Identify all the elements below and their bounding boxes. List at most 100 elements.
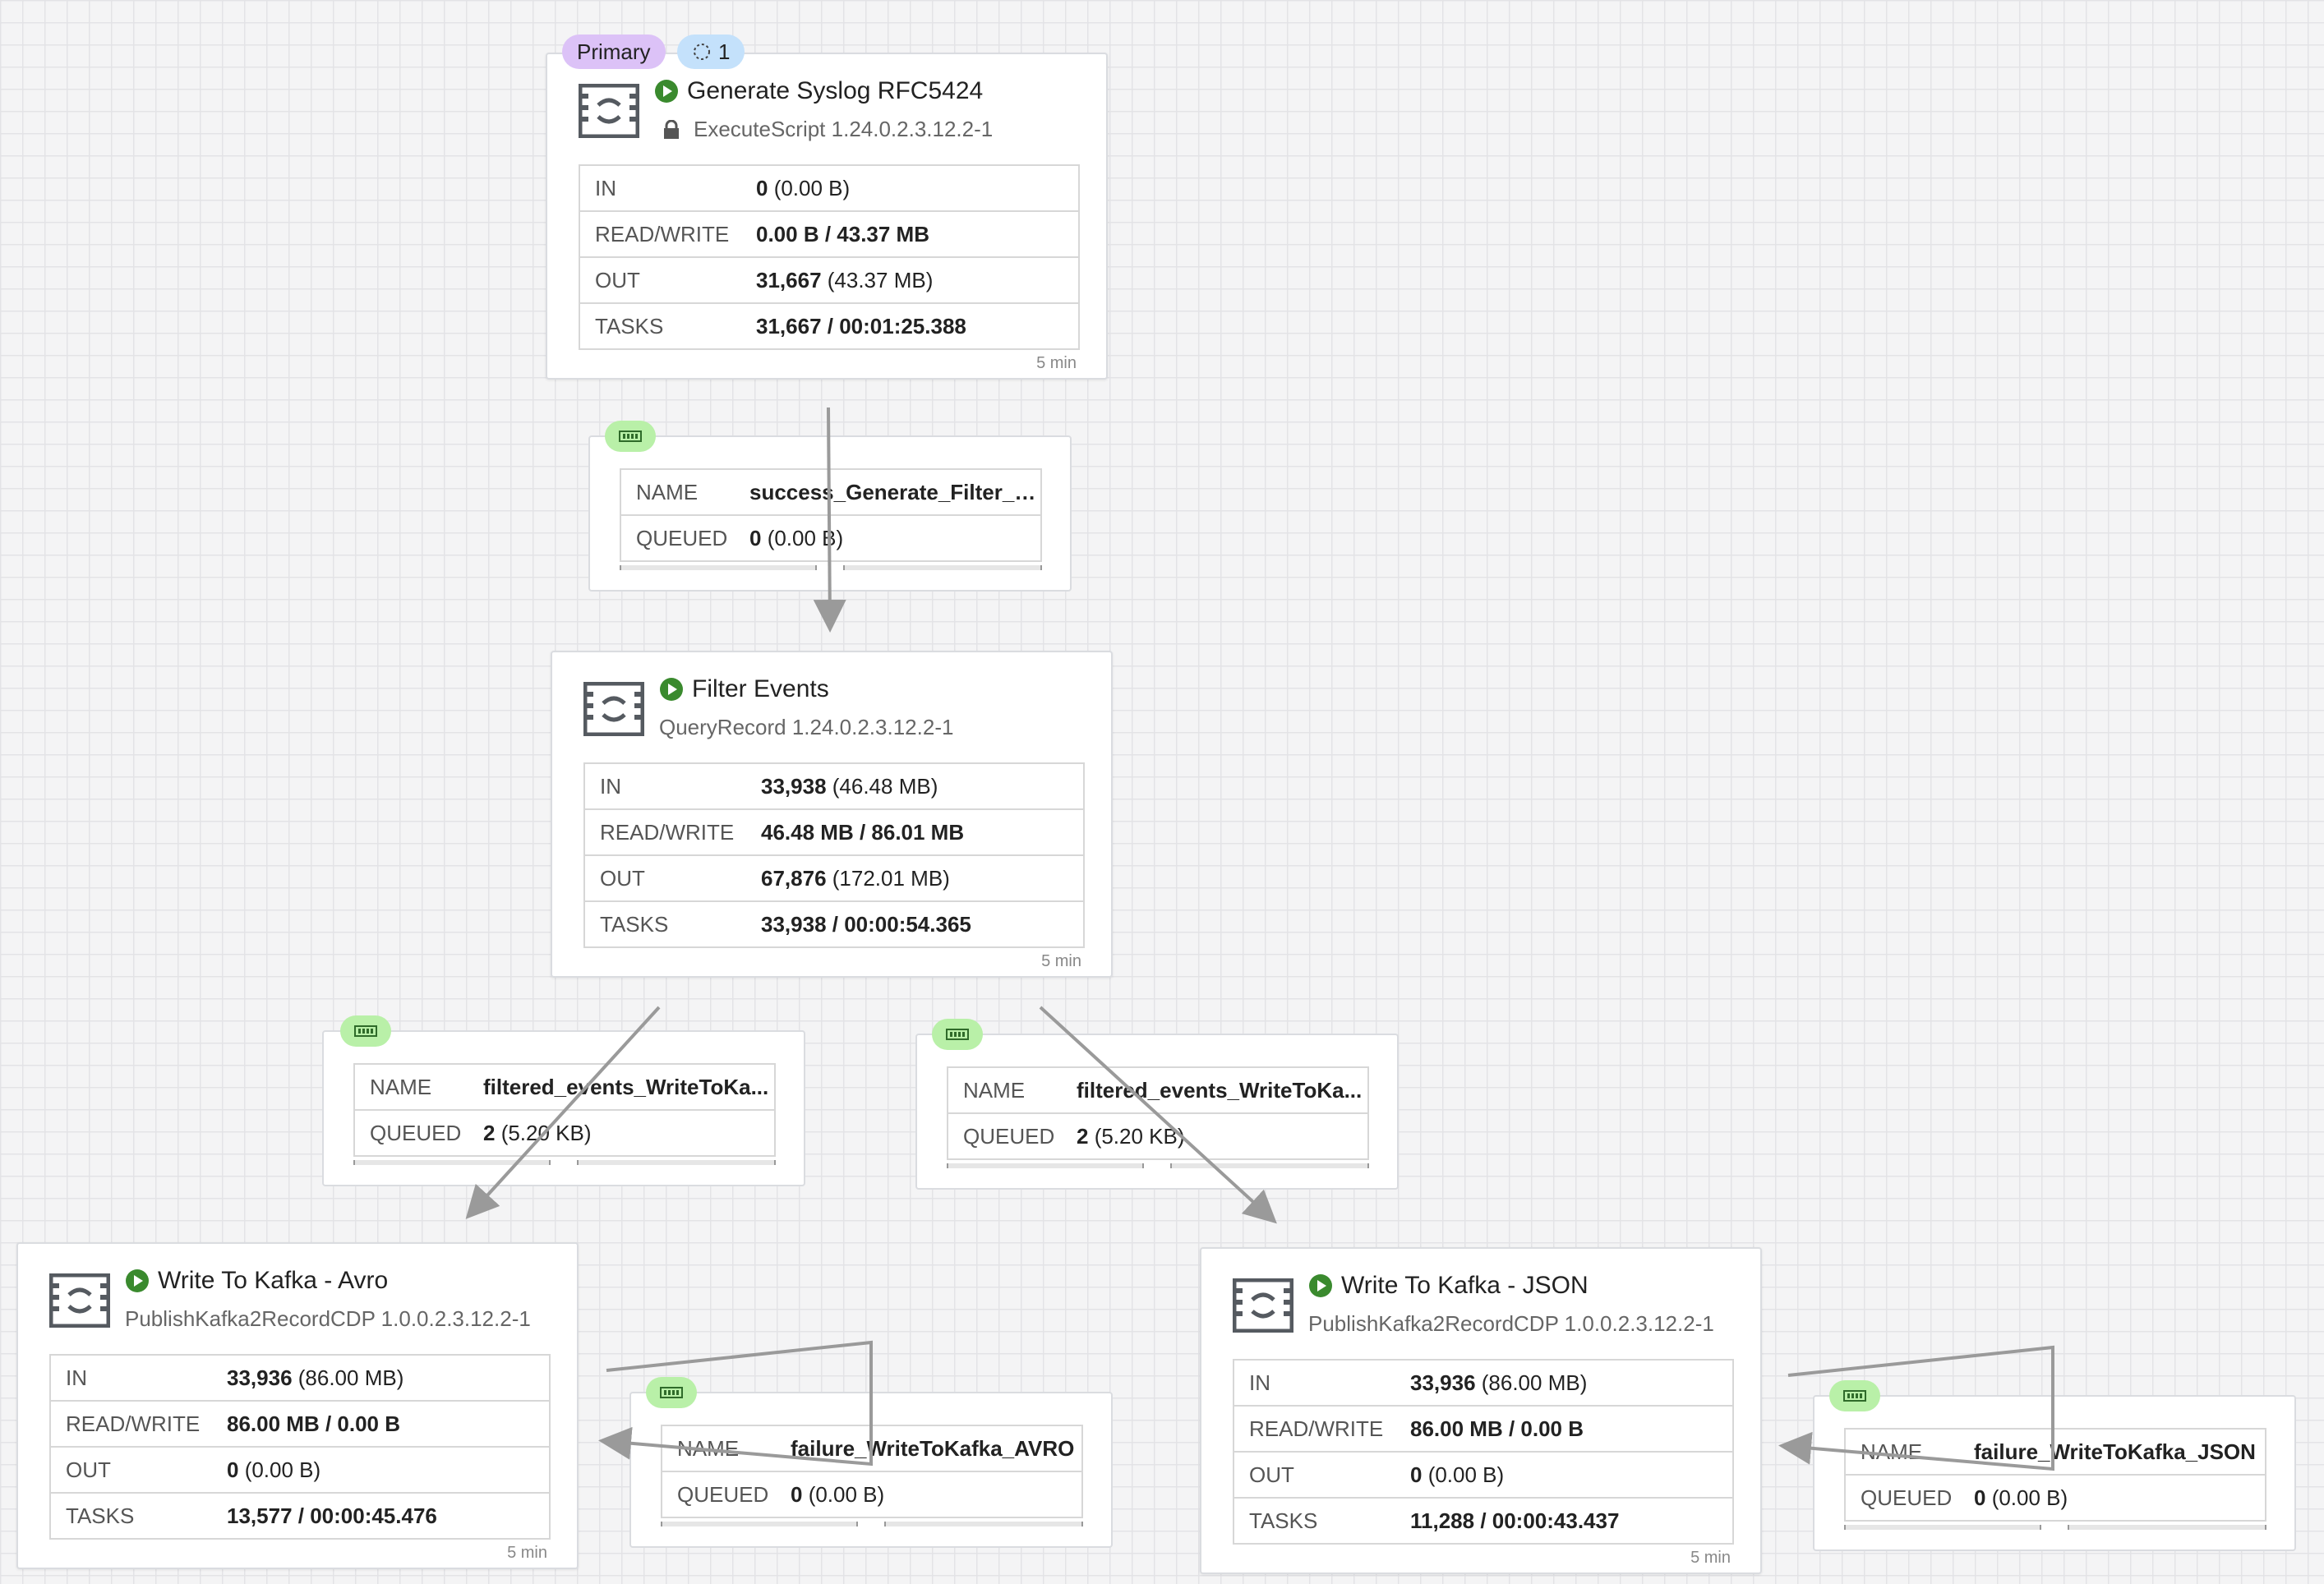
connection-queued-value: 2 (5.20 KB) [483, 1120, 592, 1145]
connection-badge [340, 1015, 391, 1047]
connection-queued-label: QUEUED [636, 525, 728, 550]
stat-label: IN [66, 1365, 87, 1390]
processor-icon [583, 682, 644, 736]
connection-badge [646, 1377, 697, 1408]
processor-type-row: QueryRecord 1.24.0.2.3.12.2-1 [659, 715, 953, 740]
lock-icon [664, 119, 679, 139]
queue-icon [354, 1025, 377, 1037]
processor-title-row: Filter Events [659, 675, 829, 703]
stats-window-label: 5 min [507, 1544, 547, 1562]
connection-name-label: NAME [963, 1077, 1026, 1103]
queue-count-bar [947, 1163, 1144, 1168]
stats-window-label: 5 min [1041, 952, 1081, 970]
processor-type-row: PublishKafka2RecordCDP 1.0.0.2.3.12.2-1 [1308, 1311, 1714, 1337]
stat-value: 0 (0.00 B) [756, 175, 851, 200]
connection-queued-value: 0 (0.00 B) [1974, 1485, 2068, 1510]
queue-count-bar [620, 565, 817, 570]
processor-type: ExecuteScript 1.24.0.2.3.12.2-1 [694, 117, 994, 141]
processor-name: Write To Kafka - Avro [158, 1267, 389, 1294]
processor-title-row: Write To Kafka - Avro [125, 1267, 388, 1295]
processor-icon [1233, 1278, 1293, 1333]
processor-title-row: Generate Syslog RFC5424 [654, 77, 983, 105]
stat-label: OUT [1249, 1462, 1294, 1487]
queue-icon [1843, 1390, 1866, 1402]
spinner-icon [694, 44, 710, 60]
connection-name: filtered_events_WriteToKa... [1077, 1077, 1363, 1103]
stat-row-out: OUT 0 (0.00 B) [1234, 1451, 1732, 1497]
active-threads-badge: 1 [677, 35, 745, 69]
queue-count-bar [661, 1522, 858, 1526]
stat-label: IN [1249, 1370, 1270, 1395]
stat-row-tasks: TASKS 13,577 / 00:00:45.476 [51, 1492, 549, 1538]
connection-queued-value: 0 (0.00 B) [749, 525, 844, 550]
play-circle-icon [126, 1269, 149, 1292]
processor-icon [579, 84, 639, 138]
connection-success-generate-filter[interactable]: NAME success_Generate_Filter_E... QUEUED 0… [588, 435, 1072, 592]
primary-badge-label: Primary [577, 39, 651, 64]
stat-value: 0.00 B / 43.37 MB [756, 221, 929, 246]
connection-queued-label: QUEUED [677, 1481, 769, 1507]
play-circle-icon [660, 678, 683, 701]
stat-label: TASKS [66, 1503, 135, 1528]
connection-badge [1829, 1380, 1880, 1411]
processor-filter-events[interactable]: Filter Events QueryRecord 1.24.0.2.3.12.… [551, 651, 1113, 978]
stat-row-in: IN 33,936 (86.00 MB) [51, 1356, 549, 1400]
play-circle-icon [1309, 1274, 1332, 1297]
processor-generate-syslog[interactable]: Generate Syslog RFC5424 ExecuteScript 1.… [546, 53, 1108, 380]
connection-name-row: NAME success_Generate_Filter_E... [621, 470, 1040, 514]
stat-label: TASKS [595, 313, 664, 338]
connection-badge [932, 1019, 983, 1050]
queue-count-bar [1844, 1525, 2041, 1530]
active-threads-count: 1 [718, 39, 731, 64]
processor-name: Filter Events [692, 675, 829, 702]
stat-label: IN [595, 175, 616, 200]
processor-write-kafka-avro[interactable]: Write To Kafka - Avro PublishKafka2Recor… [16, 1242, 579, 1569]
stat-value: 33,936 (86.00 MB) [227, 1365, 404, 1390]
stat-value: 33,938 / 00:00:54.365 [761, 911, 971, 937]
stat-value: 13,577 / 00:00:45.476 [227, 1503, 437, 1528]
connection-table: NAME success_Generate_Filter_E... QUEUED 0… [620, 468, 1042, 562]
connection-name-label: NAME [1861, 1439, 1923, 1464]
stat-label: READ/WRITE [1249, 1416, 1384, 1441]
connection-badge [605, 421, 656, 452]
connection-name-label: NAME [677, 1435, 740, 1461]
connection-queued-value: 0 (0.00 B) [791, 1481, 885, 1507]
connection-name: success_Generate_Filter_E... [749, 479, 1037, 504]
stat-label: TASKS [1249, 1508, 1318, 1533]
processor-write-kafka-json[interactable]: Write To Kafka - JSON PublishKafka2Recor… [1200, 1247, 1762, 1574]
stat-value: 46.48 MB / 86.01 MB [761, 819, 965, 845]
stat-value: 0 (0.00 B) [1410, 1462, 1505, 1487]
queue-size-bar [577, 1160, 776, 1165]
queue-icon [660, 1387, 683, 1398]
queue-icon [946, 1029, 969, 1040]
queue-size-bar [843, 565, 1042, 570]
connection-name-label: NAME [636, 479, 699, 504]
queue-size-bar [2068, 1525, 2266, 1530]
processor-type-row: ExecuteScript 1.24.0.2.3.12.2-1 [664, 117, 994, 142]
stat-value: 33,938 (46.48 MB) [761, 773, 938, 799]
primary-node-badge: Primary [562, 35, 666, 69]
processor-name: Generate Syslog RFC5424 [687, 77, 984, 104]
connection-queued-label: QUEUED [370, 1120, 462, 1145]
connection-queued-label: QUEUED [963, 1123, 1055, 1149]
connection-queued-row: QUEUED 0 (0.00 B) [621, 514, 1040, 560]
queue-icon [619, 431, 642, 442]
connection-name: filtered_events_WriteToKa... [483, 1074, 769, 1099]
